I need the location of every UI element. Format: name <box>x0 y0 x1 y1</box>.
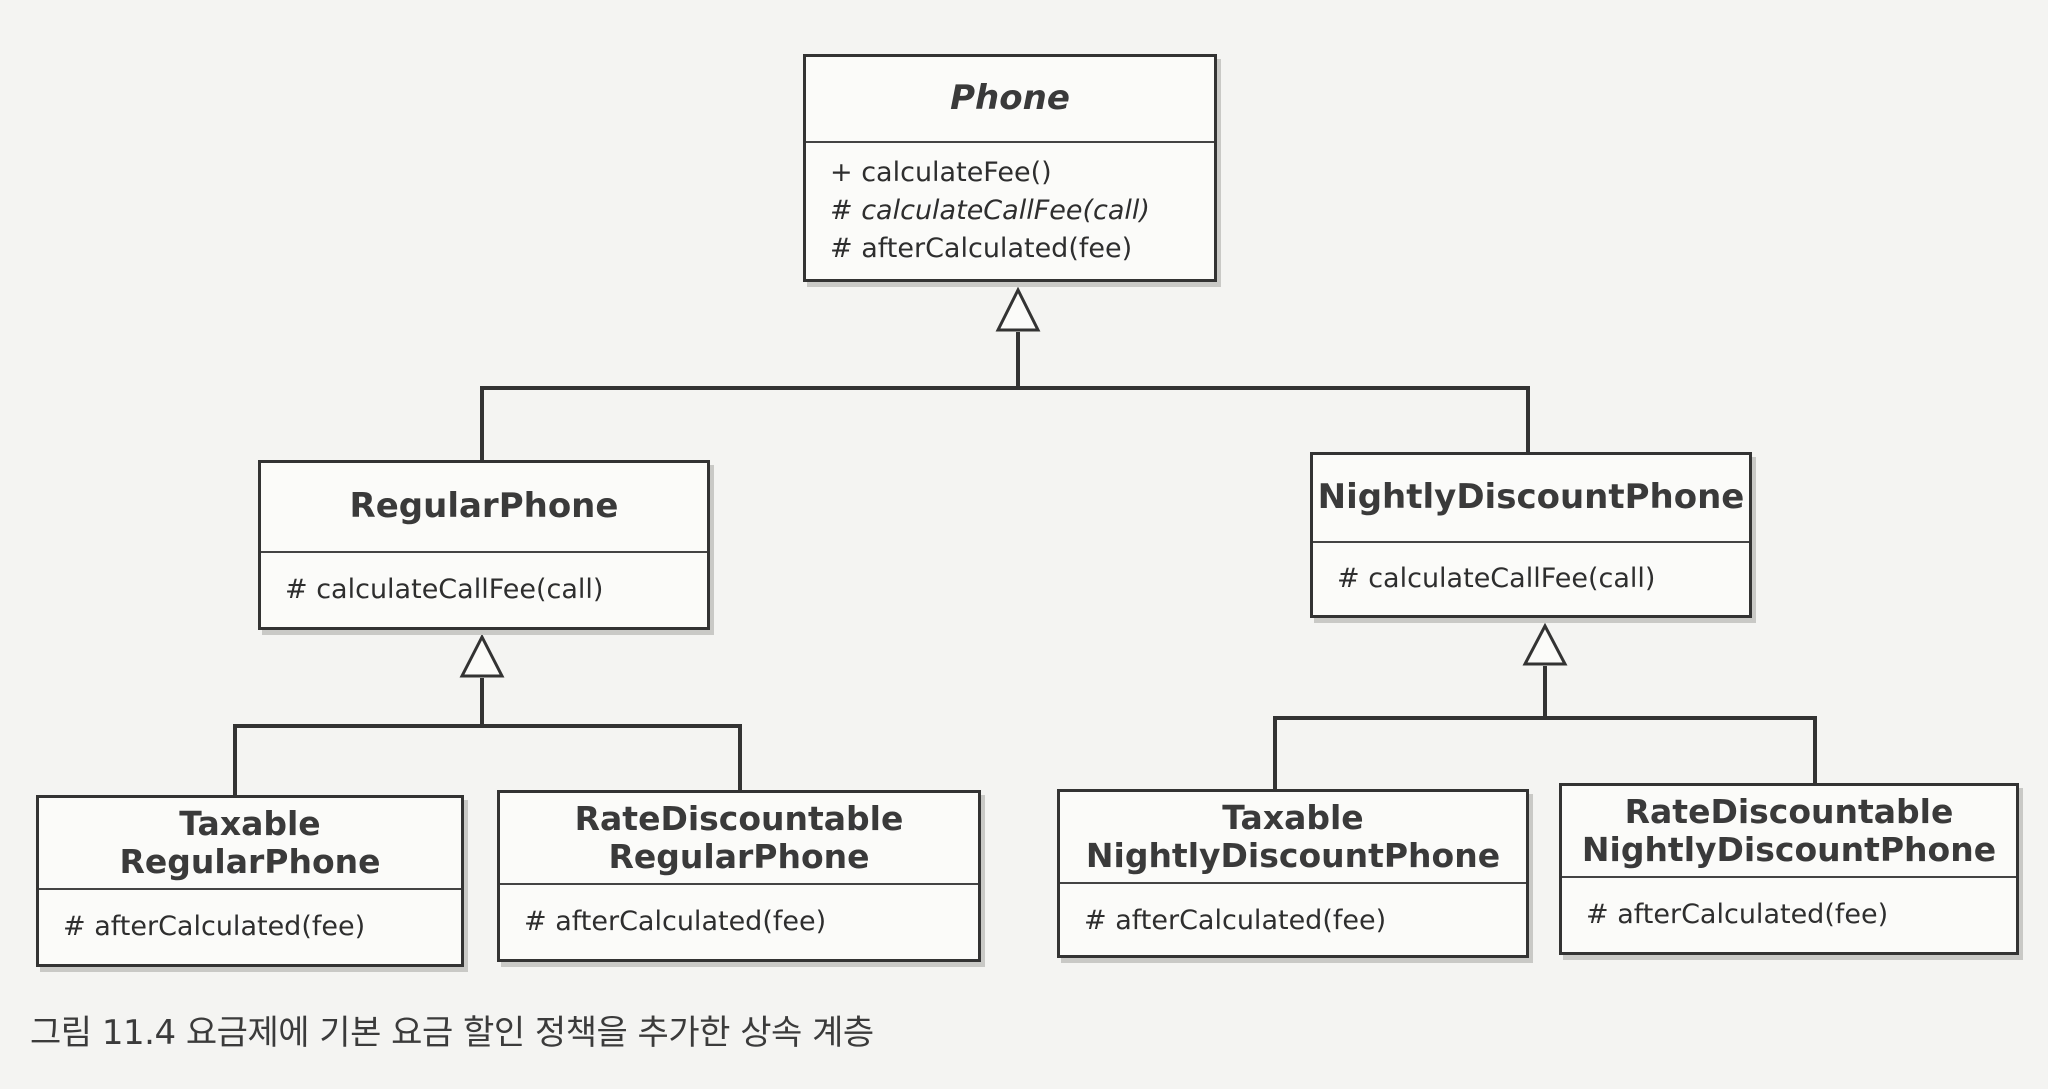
class-name-line: RateDiscountable <box>574 799 904 839</box>
generalization-arrow-regular-phone <box>459 633 505 678</box>
class-regular-phone: RegularPhone # calculateCallFee(call) <box>258 460 710 630</box>
operations-compartment: # afterCalculated(fee) <box>500 885 978 959</box>
class-name-line: RegularPhone <box>119 842 381 881</box>
operation: + calculateFee() <box>830 157 1052 189</box>
operations-compartment: # afterCalculated(fee) <box>1060 884 1526 958</box>
operation-abstract: # calculateCallFee(call) <box>830 195 1150 227</box>
class-name-line: Taxable <box>179 804 321 844</box>
class-name-text: RegularPhone <box>349 486 619 527</box>
class-rate-discountable-regular-phone: RateDiscountable RegularPhone # afterCal… <box>497 790 981 962</box>
class-taxable-nightly-discount-phone: Taxable NightlyDiscountPhone # afterCalc… <box>1057 789 1529 958</box>
operation: # calculateCallFee(call) <box>285 574 604 606</box>
class-name: NightlyDiscountPhone <box>1313 455 1749 543</box>
inheritance-line-nightly-discount-phone <box>1273 666 1817 789</box>
class-name-text: NightlyDiscountPhone <box>1317 477 1745 518</box>
class-name: Taxable NightlyDiscountPhone <box>1060 792 1526 884</box>
class-name: Taxable RegularPhone <box>39 798 461 890</box>
inheritance-line-phone <box>480 332 1530 460</box>
class-name: RateDiscountable RegularPhone <box>500 793 978 885</box>
class-name-line: RegularPhone <box>608 837 870 876</box>
class-name-line: Taxable <box>1222 798 1364 838</box>
operations-compartment: # afterCalculated(fee) <box>1562 878 2016 952</box>
class-taxable-regular-phone: Taxable RegularPhone # afterCalculated(f… <box>36 795 464 967</box>
figure-caption: 그림 11.4 요금제에 기본 요금 할인 정책을 추가한 상속 계층 <box>30 1013 874 1053</box>
inheritance-line-regular-phone <box>233 678 742 795</box>
generalization-arrow-nightly-discount-phone <box>1522 622 1568 666</box>
operations-compartment: # calculateCallFee(call) <box>261 553 707 627</box>
operations-compartment: # afterCalculated(fee) <box>39 890 461 964</box>
operation: # afterCalculated(fee) <box>1084 905 1387 937</box>
class-name: Phone <box>806 57 1214 143</box>
class-name-line: RateDiscountable <box>1624 792 1954 832</box>
operation: # afterCalculated(fee) <box>830 232 1133 264</box>
class-name: RegularPhone <box>261 463 707 553</box>
class-name-line: NightlyDiscountPhone <box>1085 836 1501 875</box>
generalization-arrow-phone <box>995 286 1041 332</box>
operations-compartment: + calculateFee() # calculateCallFee(call… <box>806 143 1214 279</box>
operation: # afterCalculated(fee) <box>63 911 366 943</box>
class-rate-discountable-nightly-discount-phone: RateDiscountable NightlyDiscountPhone # … <box>1559 783 2019 955</box>
operations-compartment: # calculateCallFee(call) <box>1313 543 1749 615</box>
class-nightly-discount-phone: NightlyDiscountPhone # calculateCallFee(… <box>1310 452 1752 618</box>
class-phone: Phone + calculateFee() # calculateCallFe… <box>803 54 1217 282</box>
class-name-line: NightlyDiscountPhone <box>1581 830 1997 869</box>
operation: # afterCalculated(fee) <box>524 906 827 938</box>
operation: # calculateCallFee(call) <box>1337 563 1656 595</box>
class-name: RateDiscountable NightlyDiscountPhone <box>1562 786 2016 878</box>
class-name-text: Phone <box>950 78 1070 119</box>
operation: # afterCalculated(fee) <box>1586 899 1889 931</box>
